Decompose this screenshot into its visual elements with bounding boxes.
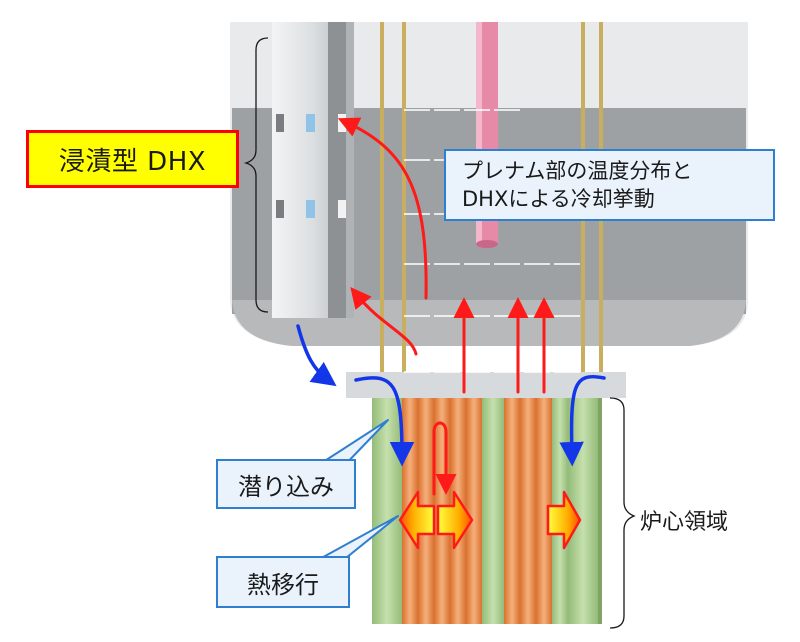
- core-inlet-plate: [346, 372, 626, 398]
- plenum-description-label: プレナム部の温度分布と DHXによる冷却挙動: [444, 149, 775, 221]
- dhx-brace: [243, 37, 269, 313]
- hot-upflow-arrows: [337, 117, 555, 496]
- heat-arrow-left: [398, 490, 436, 550]
- sidewall-arrow: [350, 287, 418, 356]
- dhx-outlet-arrow: [296, 324, 337, 387]
- dive-in-arrow-left: [354, 376, 415, 467]
- heat-transfer-arrows: [398, 490, 582, 550]
- dhx-window: [338, 114, 346, 132]
- dive-in-arrow-right: [559, 375, 606, 467]
- cold-downflow-arrows: [296, 324, 606, 467]
- core-brace: [609, 397, 636, 629]
- dhx-label: 浸漬型 DHX: [26, 130, 239, 188]
- dhx-column: [272, 22, 354, 318]
- heat-arrow-core-right: [546, 490, 582, 550]
- dhx-window: [338, 200, 346, 218]
- dhx-window: [276, 200, 284, 218]
- plenum-description-line: DHXによる冷却挙動: [462, 187, 655, 211]
- plume-arrow: [337, 117, 428, 300]
- stratification-lines: [404, 109, 580, 373]
- in-core-loop: [432, 421, 457, 496]
- dhx-window: [306, 114, 315, 132]
- plenum-description-line: プレナム部の温度分布と: [462, 159, 693, 183]
- dhx-window: [276, 114, 284, 132]
- heat-transfer-label: 熱移行: [216, 556, 350, 608]
- dhx-window: [306, 200, 315, 218]
- heat-arrow-right: [436, 490, 474, 550]
- dive-in-label: 潜り込み: [216, 459, 356, 509]
- core-region-label: 炉心領域: [640, 510, 729, 535]
